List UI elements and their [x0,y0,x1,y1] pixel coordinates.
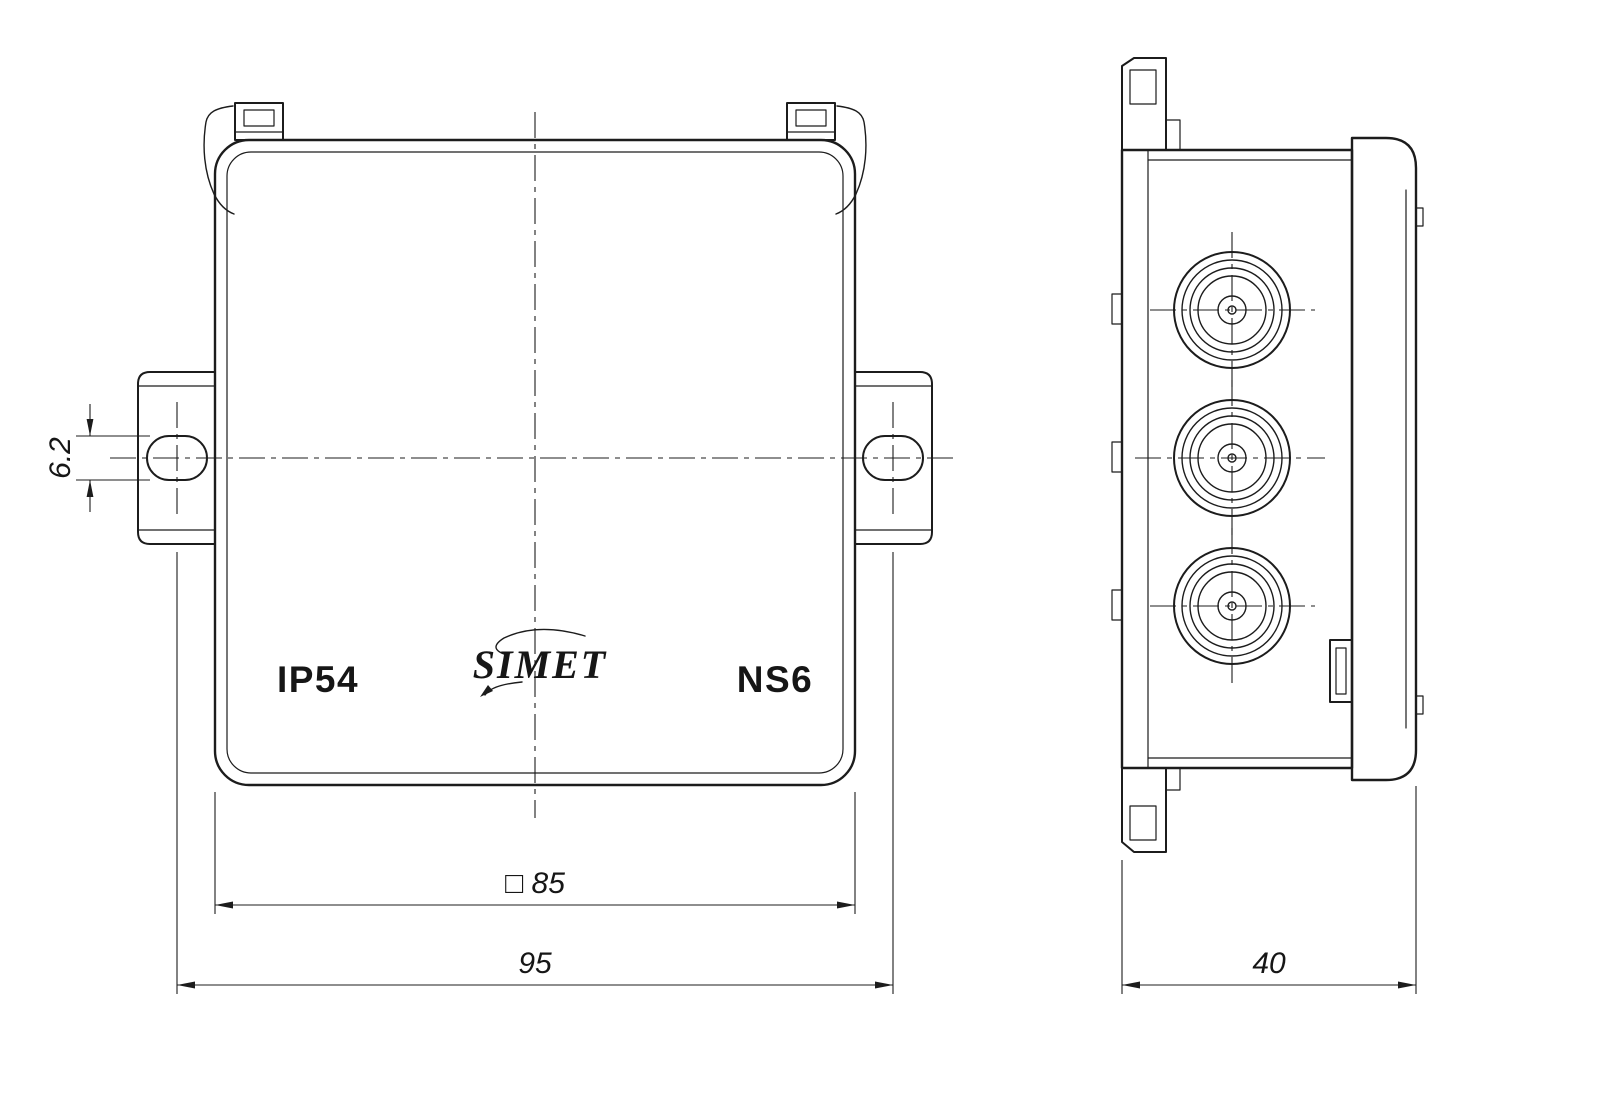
tab-step [1165,119,1181,151]
brand-logo-arrow-icon [480,685,493,697]
side-latch-tab-bottom [1121,767,1181,853]
lid-seam [226,151,844,774]
knockout-ring [1181,259,1283,361]
dimension-text-40: 40 [1252,947,1286,980]
mounting-slot-left [146,435,208,481]
knockout-ring [1189,563,1275,649]
arrow-right-icon [875,981,893,989]
clip-outline [1329,639,1353,703]
brand-logo-swash [495,628,586,655]
tab-slot [1129,805,1157,841]
dimension-square-85: □ 85 [214,792,856,914]
arrow-up-icon [86,480,94,497]
knockout-ring [1181,555,1283,657]
knockout-ring [1173,251,1291,369]
knockout-ring [1197,423,1267,493]
side-clip [1329,639,1353,703]
knockout-ring [1217,295,1247,325]
knockout-middle [1135,380,1325,536]
knockout-ring [1197,275,1267,345]
arrow-left-icon [177,981,195,989]
knockout-ring [1189,415,1275,501]
latch-tab-top-left [203,102,284,215]
mounting-slot-right [862,435,924,481]
dimension-text-6-2: 6.2 [44,437,77,479]
hinge-knuckle [1111,589,1123,621]
tab-outline [1121,767,1167,853]
arrow-left-icon [215,901,233,909]
dimension-slot-6-2: 6.2 [44,404,150,512]
knockout-ring [1217,591,1247,621]
tab-step [1165,767,1181,791]
latch-tab-top-right [786,102,867,215]
mounting-flange-right [854,371,933,545]
arrow-right-icon [837,901,855,909]
side-view: 40 [1111,57,1424,994]
arrow-right-icon [1398,981,1416,989]
dimension-depth-40: 40 [1121,786,1417,994]
model-label: NS6 [737,659,813,700]
side-body-outline [1120,148,1354,770]
knockout-ring [1189,267,1275,353]
knockout-ring [1173,399,1291,517]
arrow-down-icon [86,419,94,436]
clip-slot [1335,647,1347,695]
latch-tab-slot [795,109,827,127]
flange-outline [854,371,933,545]
side-latch-tab-top [1121,57,1181,151]
latch-tab-body [234,102,284,141]
flange-outline [137,371,216,545]
lid-outline [1350,136,1418,782]
latch-tab-slot [243,109,275,127]
tab-outline [1121,57,1167,151]
lid-snap-bottom [1415,695,1424,715]
lid-snap-top [1415,207,1424,227]
arrow-left-icon [1122,981,1140,989]
brand-name: SIMET [473,642,608,687]
ip-rating-label: IP54 [277,659,359,700]
knockout-pip [1227,601,1237,611]
latch-hook-right [835,105,867,215]
knockout-ring [1181,407,1283,509]
latch-hook-left [203,105,235,215]
knockout-pip [1227,305,1237,315]
tab-slot [1129,69,1157,105]
dimension-text-square-85: □ 85 [505,867,565,900]
box-outline [213,138,857,787]
brand-logo: SIMET [473,628,608,697]
dimension-centers-95: 95 [176,552,894,994]
knockout-ring [1197,571,1267,641]
front-view: IP54 NS6 SIMET □ 85 95 [44,102,958,994]
mounting-flange-left [137,371,216,545]
hinge-knuckle [1111,441,1123,473]
latch-tab-body [786,102,836,141]
knockout-ring [1173,547,1291,665]
hinge-knuckle [1111,293,1123,325]
dimension-text-95: 95 [518,947,552,980]
knockout-top [1150,232,1315,388]
knockout-ring [1217,443,1247,473]
knockout-bottom [1150,528,1315,684]
knockout-pip [1227,453,1237,463]
